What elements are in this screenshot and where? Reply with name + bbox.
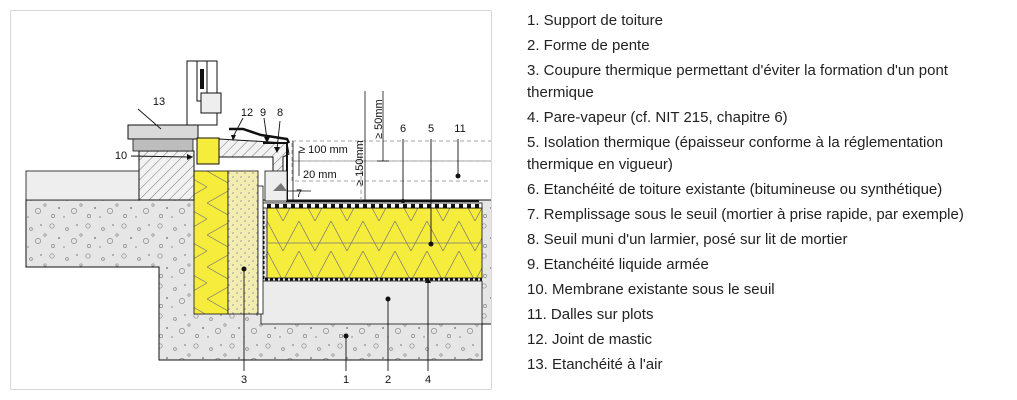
legend-item: 2. Forme de pente (527, 37, 650, 54)
dim-100mm: ≥ 100 mm (299, 144, 348, 156)
paving-slabs (291, 160, 491, 182)
dim-50mm: ≥ 50mm (373, 99, 385, 139)
legend-item: 12. Joint de mastic (527, 331, 653, 348)
window-frame (127, 124, 199, 140)
legend-item: 7. Remplissage sous le seuil (mortier à … (527, 206, 964, 223)
legend-item: 9. Etanchéité liquide armée (527, 256, 709, 273)
section-drawing-panel: ≥ 100 mm 20 mm ≥ 50mm ≥ 150mm 1 2 3 4 5 … (10, 10, 492, 390)
legend-item: 5. Isolation thermique (épaisseur confor… (527, 134, 944, 173)
legend-item: 13. Etanchéité à l'air (527, 356, 663, 373)
existing-waterproofing (262, 202, 483, 209)
callout-3: 3 (241, 374, 247, 386)
legend-item: 1. Support de toiture (527, 12, 663, 29)
legend-item: 11. Dalles sur plots (527, 306, 654, 323)
dim-150mm: ≥ 150mm (354, 140, 366, 186)
callout-8: 8 (277, 107, 283, 119)
callout-7: 7 (296, 188, 302, 200)
legend-list: 1. Support de toiture 2. Forme de pente … (527, 10, 1007, 379)
callout-4: 4 (425, 374, 431, 386)
dim-20mm: 20 mm (303, 169, 337, 181)
callout-5: 5 (428, 123, 434, 135)
callout-11: 11 (454, 123, 465, 135)
legend-item: 8. Seuil muni d'un larmier, posé sur lit… (527, 231, 848, 248)
section-drawing: ≥ 100 mm 20 mm ≥ 50mm ≥ 150mm 1 2 3 4 5 … (25, 60, 491, 386)
callout-9: 9 (260, 107, 266, 119)
wall-block (138, 150, 195, 201)
sill-filling (264, 170, 288, 202)
interior-floor (25, 170, 140, 201)
callout-6: 6 (400, 123, 406, 135)
legend-item: 3. Coupure thermique permettant d'éviter… (527, 62, 948, 101)
thermal-break-fill (227, 170, 259, 315)
thermal-break (193, 170, 229, 315)
callout-2: 2 (385, 374, 391, 386)
callout-1: 1 (343, 374, 349, 386)
legend-item: 4. Pare-vapeur (cf. NIT 215, chapitre 6) (527, 109, 788, 126)
callout-10: 10 (115, 150, 127, 162)
legend-item: 10. Membrane existante sous le seuil (527, 281, 775, 298)
legend-item: 6. Etanchéité de toiture existante (bitu… (527, 181, 943, 198)
slope-screed (260, 280, 483, 325)
callout-12: 12 (241, 107, 253, 119)
callout-13: 13 (153, 96, 165, 108)
